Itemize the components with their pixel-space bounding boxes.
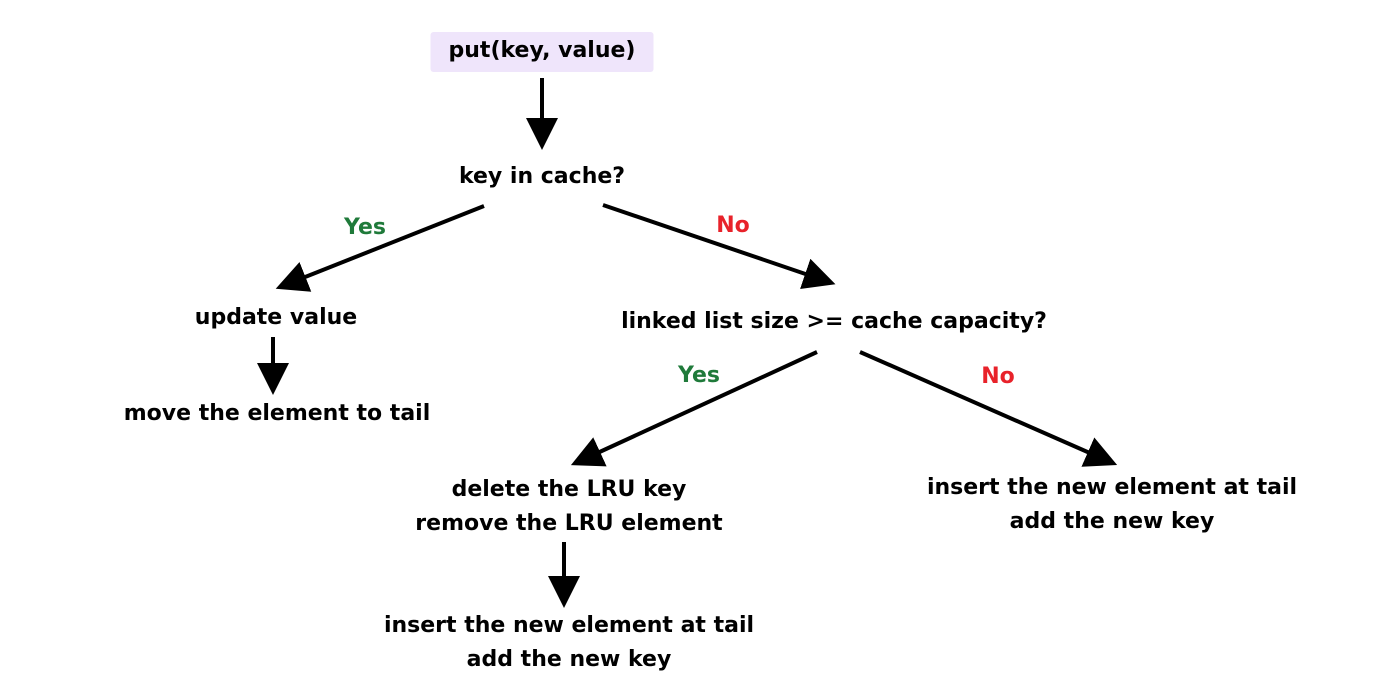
decision-key-in-cache-label: key in cache? <box>458 164 626 189</box>
action-insert-direct: insert the new element at tail add the n… <box>927 471 1297 539</box>
action-update-value: update value <box>195 301 357 335</box>
edge-label-yes-size: Yes <box>678 363 720 388</box>
arrow-key-yes-to-update <box>275 204 485 292</box>
action-insert-after-delete-line2: add the new key <box>466 647 672 672</box>
decision-size-vs-capacity-label: linked list size >= cache capacity? <box>621 309 1047 334</box>
action-insert-direct-line1: insert the new element at tail <box>926 475 1298 500</box>
action-move-to-tail: move the element to tail <box>124 397 431 431</box>
action-move-to-tail-label: move the element to tail <box>123 401 431 426</box>
action-delete-lru-line2: remove the LRU element <box>415 511 723 536</box>
decision-size-vs-capacity: linked list size >= cache capacity? <box>621 305 1047 339</box>
action-insert-after-delete: insert the new element at tail add the n… <box>384 609 754 677</box>
edge-label-yes-key: Yes <box>344 215 386 240</box>
action-delete-lru-line1: delete the LRU key <box>451 477 687 502</box>
arrow-key-no-to-size-check <box>602 203 836 290</box>
action-delete-lru: delete the LRU key remove the LRU elemen… <box>415 473 722 541</box>
action-update-value-label: update value <box>194 305 358 330</box>
decision-key-in-cache: key in cache? <box>459 160 625 194</box>
action-insert-after-delete-line1: insert the new element at tail <box>383 613 755 638</box>
action-insert-direct-line2: add the new key <box>1009 509 1215 534</box>
start-node-label: put(key, value) <box>448 38 636 63</box>
edge-label-no-size: No <box>981 364 1015 389</box>
arrow-size-no-to-insert <box>859 350 1118 467</box>
edge-label-no-key: No <box>716 213 750 238</box>
arrow-size-yes-to-delete <box>570 350 818 467</box>
start-node-put: put(key, value) <box>430 32 654 72</box>
